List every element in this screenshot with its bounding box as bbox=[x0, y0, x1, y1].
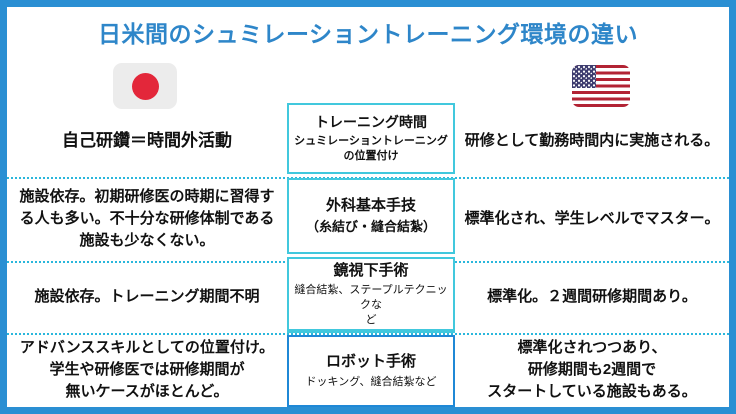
japan-cell-robotic: アドバンススキルとしての位置付け。 学生や研修医では研修期間が 無いケースがほと… bbox=[19, 339, 275, 400]
category-title: 鏡視下手術 bbox=[333, 261, 409, 279]
category-subtitle: シュミレーショントレーニング の位置付け bbox=[294, 135, 448, 162]
category-title: トレーニング時間 bbox=[315, 114, 427, 131]
row-separator bbox=[7, 333, 729, 335]
page-title: 日米間のシュミレーショントレーニング環境の違い bbox=[97, 21, 639, 47]
category-box-laparoscopic: 鏡視下手術 縫合結紮、ステープルテクニックな ど bbox=[287, 257, 455, 333]
us-cell-basic-skills: 標準化され、学生レベルでマスター。 bbox=[464, 210, 720, 228]
japan-cell-basic-skills: 施設依存。初期研修医の時期に習得す る人も多い。不十分な研修体制である 施設も少… bbox=[19, 188, 275, 249]
category-box-robotic: ロボット手術 ドッキング、縫合結紮など bbox=[287, 335, 455, 407]
us-flag-icon bbox=[572, 65, 630, 107]
japan-cell-training-time: 自己研鑽＝時間外活動 bbox=[62, 130, 232, 150]
category-box-training-time: トレーニング時間 シュミレーショントレーニング の位置付け bbox=[287, 103, 455, 174]
us-flag-canton bbox=[572, 65, 596, 88]
us-cell-training-time: 研修として勤務時間内に実施される。 bbox=[464, 132, 720, 150]
category-subtitle: （糸結び・縫合結紮） bbox=[305, 219, 436, 235]
japan-flag-icon bbox=[113, 63, 177, 109]
category-box-basic-skills: 外科基本手技 （糸結び・縫合結紮） bbox=[287, 178, 455, 254]
category-title: 外科基本手技 bbox=[325, 197, 416, 215]
us-cell-robotic: 標準化されつつあり、 研修期間も2週間で スタートしている施設もある。 bbox=[487, 339, 697, 400]
japan-cell-laparoscopic: 施設依存。トレーニング期間不明 bbox=[34, 288, 260, 306]
category-subtitle: ドッキング、縫合結紮など bbox=[305, 375, 437, 388]
category-title: ロボット手術 bbox=[325, 353, 416, 371]
us-cell-laparoscopic: 標準化。２週間研修期間あり。 bbox=[487, 288, 697, 306]
japan-flag-circle bbox=[131, 72, 159, 100]
category-subtitle: 縫合結紮、ステープルテクニックな ど bbox=[294, 283, 448, 326]
